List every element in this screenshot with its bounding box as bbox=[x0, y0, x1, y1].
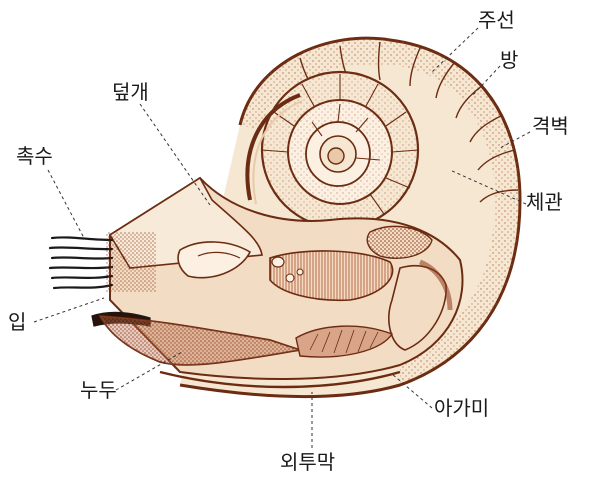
label-funnel: 누두 bbox=[80, 380, 117, 400]
label-mantle: 외투막 bbox=[280, 452, 335, 472]
label-tentacles: 촉수 bbox=[16, 146, 53, 166]
label-body-tube: 체관 bbox=[526, 192, 563, 212]
label-septum: 격벽 bbox=[532, 116, 569, 136]
tentacle-base bbox=[106, 232, 156, 292]
spiral-coil bbox=[262, 72, 418, 228]
label-gills: 아가미 bbox=[434, 398, 489, 418]
eye bbox=[272, 257, 284, 267]
tentacles bbox=[50, 237, 112, 288]
label-hood: 덮개 bbox=[112, 82, 149, 102]
label-siphuncle-line: 주선 bbox=[478, 10, 515, 30]
label-mouth: 입 bbox=[8, 312, 26, 332]
label-chamber: 방 bbox=[500, 50, 518, 70]
